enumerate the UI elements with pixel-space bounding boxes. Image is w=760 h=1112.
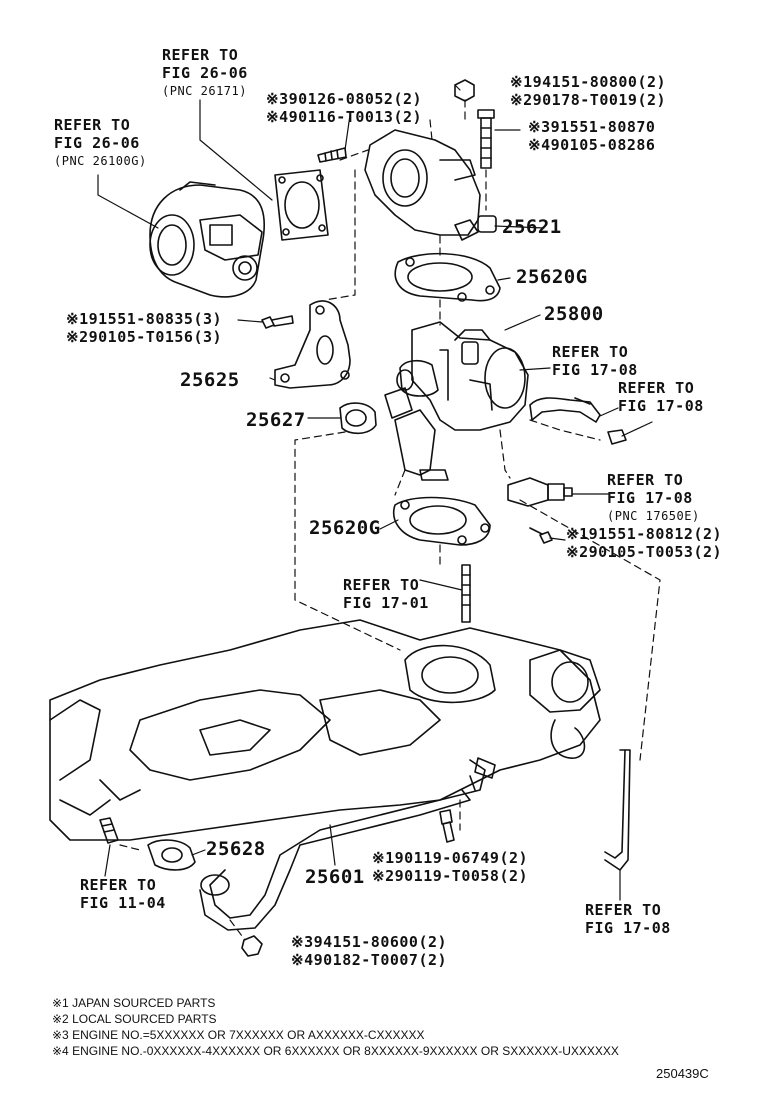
ref-fig-17-08-c: REFER TO FIG 17-08	[585, 901, 671, 937]
ref-line3: (PNC 17650E)	[607, 509, 700, 523]
bracket-bolt-drawing	[261, 315, 294, 329]
intake-manifold-drawing	[49, 619, 601, 841]
fastener-nut-top: ※194151-80800(2) ※290178-T0019(2)	[510, 73, 666, 109]
fastener-line2: ※490105-08286	[528, 136, 656, 154]
ref-line2: FIG 17-08	[552, 361, 638, 379]
note-engine-no-4: ※4 ENGINE NO.-0XXXXXX-4XXXXXX OR 6XXXXXX…	[52, 1044, 619, 1058]
ref-line1: REFER TO	[343, 576, 420, 594]
fastener-line2: ※490116-T0013(2)	[266, 108, 423, 126]
fastener-line2: ※290105-T0053(2)	[566, 543, 723, 561]
hose-bottom-drawing	[604, 749, 631, 871]
figure-code: 250439C	[656, 1066, 709, 1081]
egr-gasket-lower-drawing	[393, 496, 491, 546]
stud-drawing	[317, 147, 347, 163]
ref-line1: REFER TO	[54, 116, 131, 134]
center-stud-drawing	[461, 564, 471, 623]
ref-line2: FIG 26-06	[54, 134, 140, 152]
ref-line3: (PNC 26100G)	[54, 154, 147, 168]
egr-bolt-drawing	[529, 527, 553, 544]
fastener-line2: ※290119-T0058(2)	[372, 867, 529, 885]
part-25620g-upper: 25620G	[516, 266, 588, 288]
ref-line1: REFER TO	[607, 471, 684, 489]
fastener-line1: ※391551-80870	[528, 118, 656, 136]
ref-fig-26-06-pnc-26100g: REFER TO FIG 26-06 (PNC 26100G)	[54, 116, 147, 170]
gasket-small-drawing	[339, 402, 377, 435]
ref-line2: FIG 17-08	[607, 489, 693, 507]
part-25620g-lower: 25620G	[309, 517, 381, 539]
bottom-stud-drawing	[99, 817, 119, 844]
ref-fig-26-06-pnc-26171: REFER TO FIG 26-06 (PNC 26171)	[162, 46, 248, 100]
ref-fig-17-08-a: REFER TO FIG 17-08	[552, 343, 638, 379]
nut-bolt-drawing	[454, 79, 495, 169]
part-25601: 25601	[305, 866, 365, 888]
fastener-bracket-bolt: ※191551-80835(3) ※290105-T0156(3)	[66, 310, 222, 346]
ref-line1: REFER TO	[162, 46, 239, 64]
bracket-drawing	[274, 300, 351, 389]
ref-fig-11-04: REFER TO FIG 11-04	[80, 876, 166, 912]
egr-gasket-upper-drawing	[394, 252, 501, 302]
ref-line2: FIG 17-08	[585, 919, 671, 937]
ref-line1: REFER TO	[618, 379, 695, 397]
part-25800: 25800	[544, 303, 604, 325]
intake-elbow-drawing	[364, 129, 497, 241]
ref-line2: FIG 17-01	[343, 594, 429, 612]
fastener-pipe-nut: ※394151-80600(2) ※490182-T0007(2)	[291, 933, 447, 969]
pipe-gasket-drawing	[147, 839, 196, 871]
fastener-line2: ※490182-T0007(2)	[291, 951, 448, 969]
part-25621: 25621	[502, 216, 562, 238]
ref-line1: REFER TO	[80, 876, 157, 894]
ref-line2: FIG 17-08	[618, 397, 704, 415]
fastener-egr-bolt: ※191551-80812(2) ※290105-T0053(2)	[566, 525, 722, 561]
ref-fig-17-08-b: REFER TO FIG 17-08	[618, 379, 704, 415]
pipe-nut-drawing	[241, 935, 263, 957]
vacuum-hose-drawing	[529, 397, 627, 445]
ref-line1: REFER TO	[585, 901, 662, 919]
dashed-lines	[119, 99, 661, 941]
fastener-line1: ※394151-80600(2)	[291, 933, 448, 951]
ref-line2: FIG 26-06	[162, 64, 248, 82]
fastener-line1: ※191551-80835(3)	[66, 310, 223, 328]
ref-line2: FIG 11-04	[80, 894, 166, 912]
ref-line1: REFER TO	[552, 343, 629, 361]
egr-pipe-drawing	[199, 757, 496, 931]
ref-fig-17-01: REFER TO FIG 17-01	[343, 576, 429, 612]
note-local-sourced: ※2 LOCAL SOURCED PARTS	[52, 1012, 217, 1026]
throttle-gasket-drawing	[274, 169, 329, 241]
sensor-drawing	[507, 477, 573, 507]
note-japan-sourced: ※1 JAPAN SOURCED PARTS	[52, 996, 216, 1010]
part-25625: 25625	[180, 369, 240, 391]
fastener-line2: ※290105-T0156(3)	[66, 328, 223, 346]
fastener-line1: ※390126-08052(2)	[266, 90, 423, 108]
part-25627: 25627	[246, 409, 306, 431]
fastener-line1: ※190119-06749(2)	[372, 849, 529, 867]
fastener-line1: ※194151-80800(2)	[510, 73, 667, 91]
part-25628: 25628	[206, 838, 266, 860]
fastener-line2: ※290178-T0019(2)	[510, 91, 667, 109]
note-engine-no-3: ※3 ENGINE NO.=5XXXXXX OR 7XXXXXX OR AXXX…	[52, 1028, 425, 1042]
fastener-stud-top: ※390126-08052(2) ※490116-T0013(2)	[266, 90, 422, 126]
fastener-pipe-bolt: ※190119-06749(2) ※290119-T0058(2)	[372, 849, 528, 885]
throttle-body-drawing	[149, 181, 265, 298]
fastener-line1: ※191551-80812(2)	[566, 525, 723, 543]
pipe-bolt-drawing	[439, 809, 455, 843]
ref-fig-17-08-pnc-17650e: REFER TO FIG 17-08 (PNC 17650E)	[607, 471, 700, 525]
ref-line3: (PNC 26171)	[162, 84, 247, 98]
egr-valve-drawing	[384, 321, 529, 481]
leader-lines	[97, 84, 653, 901]
fastener-bolt-top: ※391551-80870 ※490105-08286	[528, 118, 655, 154]
